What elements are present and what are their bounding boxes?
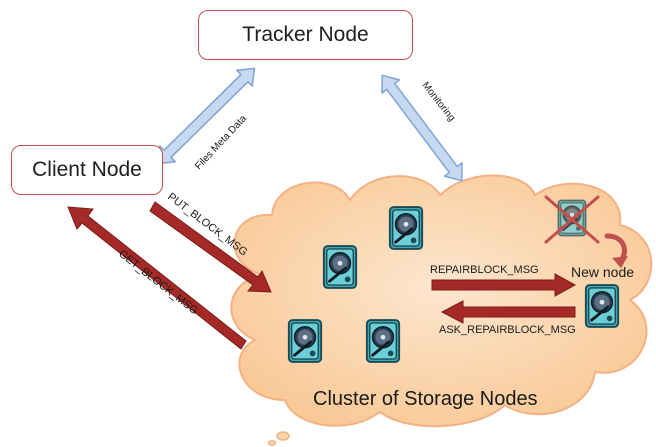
put-block-arrow xyxy=(149,201,272,293)
get-block-label: GET_BLOCK_MSG xyxy=(116,248,200,317)
hard-disk-icon xyxy=(322,244,358,290)
files-meta-data-arrow xyxy=(156,67,256,165)
monitoring-label: Monitoring xyxy=(420,80,457,124)
ask-repair-block-arrow xyxy=(440,300,576,324)
curved-replace-arrow-icon xyxy=(604,233,628,268)
failed-disk-cross-icon xyxy=(544,195,600,244)
cluster-label: Cluster of Storage Nodes xyxy=(313,388,538,410)
ask-repair-block-label: ASK_REPAIRBLOCK_MSG xyxy=(439,324,576,336)
client-node-label: Client Node xyxy=(32,158,142,181)
hard-disk-icon xyxy=(365,318,401,364)
storage-cluster-cloud xyxy=(230,174,653,447)
new-node-label: New node xyxy=(571,264,634,280)
hard-disk-icon xyxy=(388,205,424,251)
get-block-arrow xyxy=(67,206,247,350)
client-node: Client Node xyxy=(11,145,163,195)
tracker-node-label: Tracker Node xyxy=(242,23,369,46)
hard-disk-icon xyxy=(584,283,620,329)
monitoring-arrow xyxy=(381,74,463,182)
tracker-node: Tracker Node xyxy=(198,10,413,60)
failed-disk xyxy=(544,195,600,244)
repair-block-label: REPAIRBLOCK_MSG xyxy=(430,264,539,276)
hard-disk-icon xyxy=(287,318,323,364)
repair-block-arrow xyxy=(431,273,577,297)
